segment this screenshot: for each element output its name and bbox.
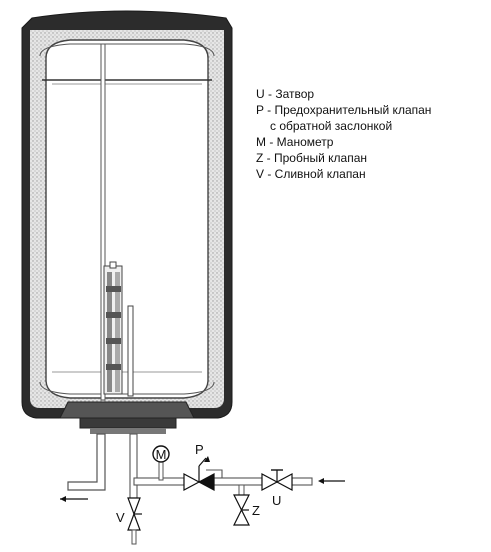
- inner-tank: [39, 39, 215, 399]
- legend-item-p: P - Предохранительный клапан: [256, 103, 432, 117]
- safety-valve: P: [183, 442, 223, 491]
- legend-item-p-cont: с обратной заслонкой: [270, 119, 393, 133]
- shutoff-valve: U: [261, 469, 293, 508]
- legend-item-z: Z - Пробный клапан: [256, 151, 367, 165]
- manometer: M: [152, 445, 170, 481]
- heating-element: [103, 261, 134, 397]
- legend: U - Затвор P - Предохранительный клапан …: [256, 86, 431, 182]
- legend-item-m: M - Манометр: [256, 135, 334, 149]
- test-valve: Z: [233, 484, 260, 526]
- legend-item-u: U - Затвор: [256, 87, 315, 101]
- inlet-pipe: [100, 43, 106, 401]
- shutoff-valve-label: U: [272, 493, 281, 508]
- drain-valve-label: V: [116, 510, 125, 525]
- drain-valve: V: [116, 497, 142, 545]
- manometer-label: M: [156, 447, 167, 462]
- safety-valve-label: P: [195, 442, 204, 457]
- legend-item-v: V - Сливной клапан: [256, 167, 366, 181]
- hot-outlet-pipe: [60, 433, 106, 502]
- bottom-flange: [59, 401, 195, 434]
- test-valve-label: Z: [252, 503, 260, 518]
